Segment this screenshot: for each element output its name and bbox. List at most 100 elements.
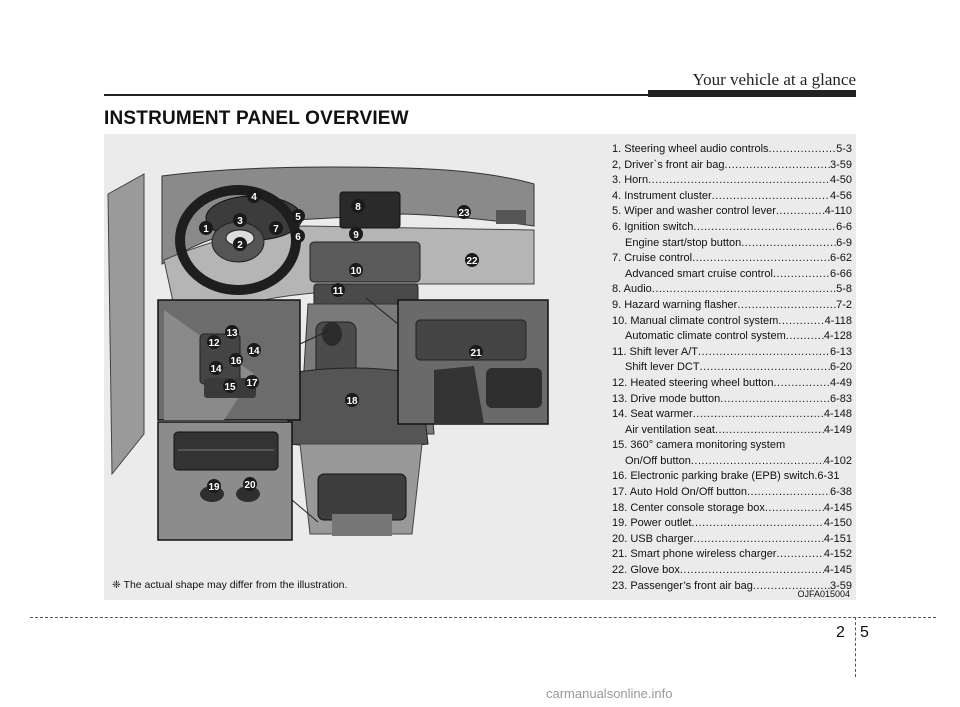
figure-code: OJFA015004: [797, 589, 850, 599]
callout-11: 11: [331, 283, 345, 297]
leader-dots: [712, 189, 830, 205]
index-page: 5-3: [836, 142, 852, 158]
chapter-number: 2: [836, 624, 845, 642]
index-label: 10. Manual climate control system: [612, 314, 778, 330]
index-label: 23. Passenger’s front air bag: [612, 579, 753, 595]
callout-3: 3: [233, 213, 247, 227]
svg-text:16: 16: [230, 356, 242, 367]
index-row: 8. Audio5-8: [612, 282, 852, 298]
leader-dots: [693, 407, 824, 423]
callout-6: 6: [291, 229, 305, 243]
index-row: 3. Horn4-50: [612, 173, 852, 189]
leader-dots: [692, 251, 830, 267]
svg-text:23: 23: [458, 208, 470, 219]
svg-text:15: 15: [224, 382, 236, 393]
index-label: On/Off button: [625, 454, 691, 470]
leader-dots: [769, 142, 837, 158]
leader-dots: [786, 329, 824, 345]
index-label: Engine start/stop button: [625, 236, 741, 252]
index-label: 19. Power outlet: [612, 516, 692, 532]
callout-15: 15: [223, 379, 237, 393]
callout-13: 13: [225, 325, 239, 339]
leader-dots: [765, 501, 824, 517]
index-row: 17. Auto Hold On/Off button6-38: [612, 485, 852, 501]
index-row: Advanced smart cruise control 6-66: [612, 267, 852, 283]
svg-text:20: 20: [244, 480, 256, 491]
callout-1: 1: [199, 221, 213, 235]
leader-dots: [776, 547, 823, 563]
callout-9: 9: [349, 227, 363, 241]
page-number: 5: [860, 624, 869, 642]
callout-12: 12: [207, 335, 221, 349]
svg-text:9: 9: [353, 230, 359, 241]
index-label: Air ventilation seat: [625, 423, 715, 439]
index-page: 6-9: [836, 236, 852, 252]
index-label: 4. Instrument cluster: [612, 189, 712, 205]
callout-23: 23: [457, 205, 471, 219]
header-rule: [104, 94, 856, 96]
svg-text:6: 6: [295, 232, 301, 243]
index-label: 5. Wiper and washer control lever: [612, 204, 776, 220]
callout-10: 10: [349, 263, 363, 277]
leader-dots: [715, 423, 824, 439]
index-page: 4-110: [825, 204, 852, 220]
index-label: Shift lever DCT: [625, 360, 700, 376]
svg-text:5: 5: [295, 212, 301, 223]
leader-dots: [698, 345, 830, 361]
callout-19: 19: [207, 479, 221, 493]
callout-14-a: 14: [247, 343, 261, 357]
svg-text:3: 3: [237, 216, 243, 227]
callout-17: 17: [245, 375, 259, 389]
index-row: 15. 360° camera monitoring system: [612, 438, 852, 454]
svg-text:7: 7: [273, 224, 279, 235]
index-page: 4-145: [824, 563, 852, 579]
svg-text:4: 4: [251, 192, 257, 203]
index-page: 4-151: [824, 532, 852, 548]
index-row: 5. Wiper and washer control lever 4-110: [612, 204, 852, 220]
footer-vertical-rule: [855, 617, 856, 677]
index-row: Automatic climate control system4-128: [612, 329, 852, 345]
index-label: 1. Steering wheel audio controls: [612, 142, 769, 158]
leader-dots: [773, 267, 830, 283]
svg-text:13: 13: [226, 328, 238, 339]
index-page: 4-118: [825, 314, 852, 330]
index-row: 21. Smart phone wireless charger4-152: [612, 547, 852, 563]
index-page: 6-38: [830, 485, 852, 501]
index-label: 9. Hazard warning flasher: [612, 298, 737, 314]
index-label: 6. Ignition switch: [612, 220, 693, 236]
leader-dots: [693, 220, 836, 236]
leader-dots: [720, 392, 830, 408]
index-row: Shift lever DCT 6-20: [612, 360, 852, 376]
callout-22: 22: [465, 253, 479, 267]
index-page: 6-20: [830, 360, 852, 376]
index-page: 6-6: [836, 220, 852, 236]
index-page: 4-102: [824, 454, 852, 470]
index-label: 22. Glove box: [612, 563, 680, 579]
index-row: 19. Power outlet4-150: [612, 516, 852, 532]
index-row: 1. Steering wheel audio controls 5-3: [612, 142, 852, 158]
leader-dots: [773, 376, 830, 392]
index-page: 4-50: [830, 173, 852, 189]
component-index-list: 1. Steering wheel audio controls5-32, Dr…: [612, 142, 852, 594]
index-page: 6-31: [817, 469, 839, 485]
index-page: 4-56: [830, 189, 852, 205]
index-row: Engine start/stop button 6-9: [612, 236, 852, 252]
index-label: 21. Smart phone wireless charger: [612, 547, 776, 563]
footer-dashed-rule: [30, 617, 936, 618]
leader-dots: [692, 516, 824, 532]
callout-7: 7: [269, 221, 283, 235]
index-label: Advanced smart cruise control: [625, 267, 773, 283]
index-page: 6-66: [830, 267, 852, 283]
index-row: 13. Drive mode button6-83: [612, 392, 852, 408]
leader-dots: [691, 454, 824, 470]
index-page: 6-83: [830, 392, 852, 408]
running-header: Your vehicle at a glance: [693, 70, 857, 90]
svg-text:11: 11: [333, 286, 344, 297]
callout-14-b: 14: [209, 361, 223, 375]
index-row: 14. Seat warmer4-148: [612, 407, 852, 423]
index-row: 9. Hazard warning flasher7-2: [612, 298, 852, 314]
index-page: 4-49: [830, 376, 852, 392]
leader-dots: [693, 532, 824, 548]
svg-text:19: 19: [208, 482, 220, 493]
index-row: 4. Instrument cluster 4-56: [612, 189, 852, 205]
